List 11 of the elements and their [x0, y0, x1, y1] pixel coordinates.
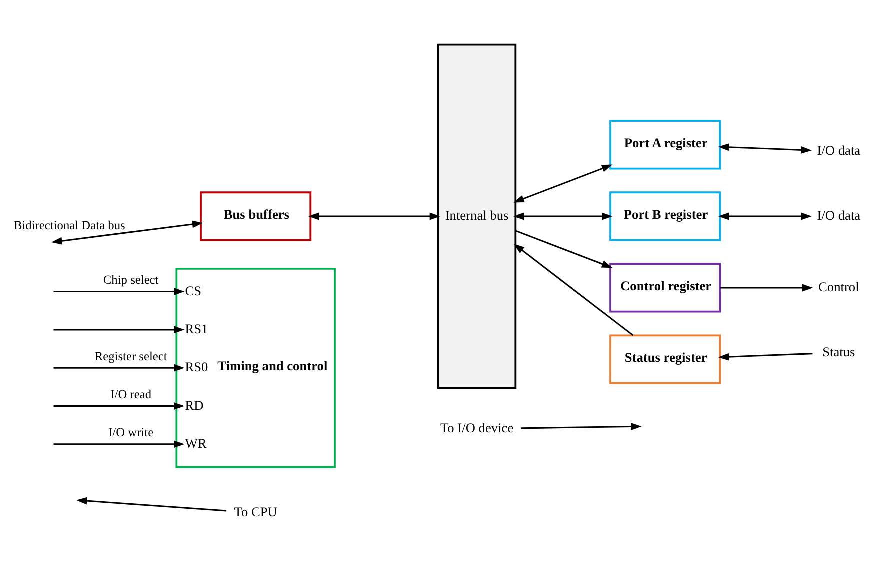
edge-label: Register select	[94, 349, 168, 364]
edge-label: I/O write	[108, 426, 154, 440]
node-text: Status	[822, 344, 856, 360]
node-text: I/O data	[817, 143, 861, 158]
node-text: I/O data	[817, 208, 861, 223]
label: To CPU	[234, 504, 278, 520]
edge-label: Chip select	[103, 273, 159, 288]
node-text: Control	[818, 280, 860, 295]
edge-label: I/O read	[110, 388, 152, 402]
edge-label: Bidirectional Data bus	[14, 218, 126, 232]
label: To I/O device	[440, 420, 514, 436]
